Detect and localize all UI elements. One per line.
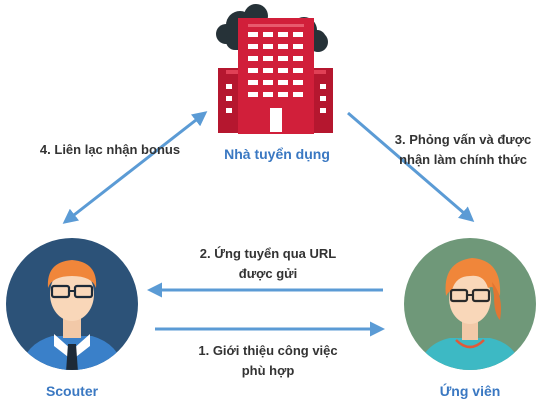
edge-2-label-line1: 2. Ứng tuyển qua URL	[199, 246, 337, 261]
edge-1-label-line1: 1. Giới thiệu công việc	[198, 343, 338, 358]
recruiter-label: Nhà tuyển dụng	[224, 146, 330, 162]
scouter-label: Scouter	[45, 383, 99, 399]
edge-1-label-line2: phù hợp	[241, 363, 295, 378]
arrow-recruiter-scouter	[62, 111, 208, 224]
woman-avatar-icon	[404, 238, 536, 370]
edge-4-label: 4. Liên lạc nhận bonus	[39, 142, 181, 157]
arrow-recruiter-candidate	[347, 111, 475, 222]
building-icon	[216, 4, 333, 134]
edge-3-label-line2: nhận làm chính thức	[399, 152, 527, 167]
edge-3-label-line1: 3. Phỏng vấn và được	[394, 132, 532, 147]
candidate-label: Ứng viên	[439, 383, 501, 399]
man-avatar-icon	[6, 238, 138, 370]
edge-2-label-line2: được gửi	[238, 266, 298, 281]
